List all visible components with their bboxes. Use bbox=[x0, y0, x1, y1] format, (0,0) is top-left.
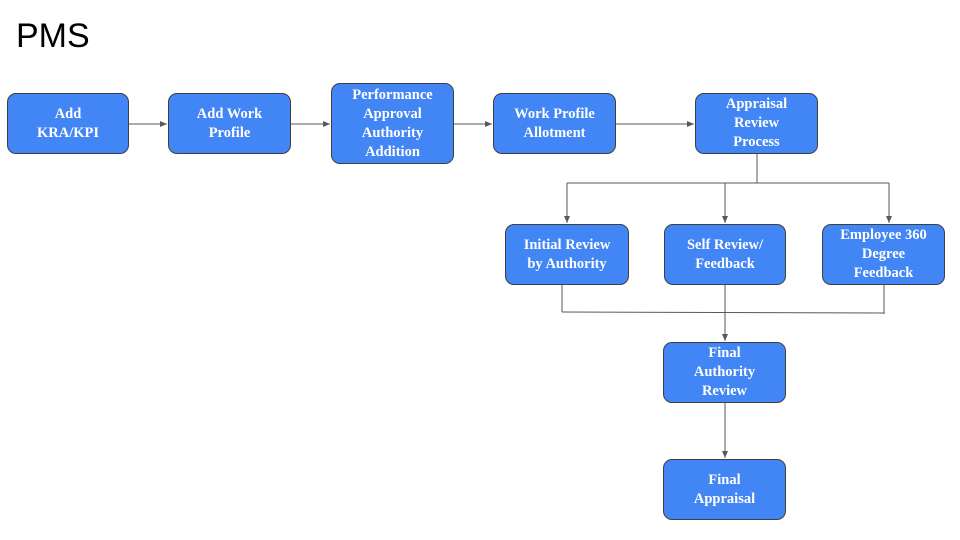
node-label: Add KRA/KPI bbox=[36, 105, 100, 141]
node-label: Work Profile Allotment bbox=[514, 105, 595, 141]
node-final-appraisal: Final Appraisal bbox=[663, 459, 786, 520]
merge-bar bbox=[561, 311, 885, 314]
node-label: Initial Review by Authority bbox=[523, 236, 611, 272]
node-employee-360-degree-feedback: Employee 360 Degree Feedback bbox=[822, 224, 945, 285]
node-label: Employee 360 Degree Feedback bbox=[840, 227, 927, 281]
node-final-authority-review: Final Authority Review bbox=[663, 342, 786, 403]
node-label: Final Appraisal bbox=[693, 471, 756, 507]
node-label: Add Work Profile bbox=[196, 105, 263, 141]
node-work-profile-allotment: Work Profile Allotment bbox=[493, 93, 616, 154]
node-label: Final Authority Review bbox=[693, 345, 756, 399]
node-label: Performance Approval Authority Addition bbox=[352, 86, 433, 160]
page-title: PMS bbox=[16, 17, 90, 55]
node-performance-approval-authority-addition: Performance Approval Authority Addition bbox=[331, 83, 454, 164]
node-add-work-profile: Add Work Profile bbox=[168, 93, 291, 154]
node-label: Self Review/ Feedback bbox=[686, 236, 764, 272]
node-label: Appraisal Review Process bbox=[725, 96, 788, 150]
node-add-kra-kpi: Add KRA/KPI bbox=[7, 93, 129, 154]
node-initial-review-by-authority: Initial Review by Authority bbox=[505, 224, 629, 285]
node-appraisal-review-process: Appraisal Review Process bbox=[695, 93, 818, 154]
node-self-review-feedback: Self Review/ Feedback bbox=[664, 224, 786, 285]
